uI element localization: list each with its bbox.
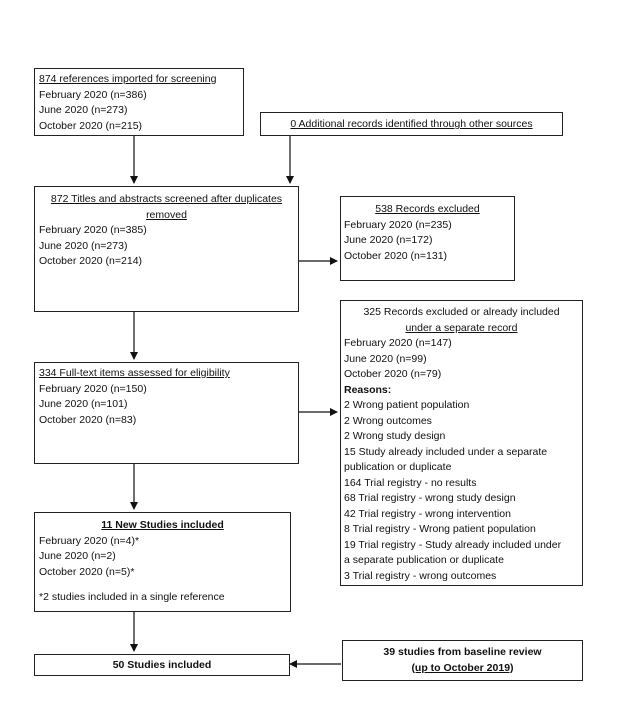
screened-heading-cont: removed bbox=[146, 208, 187, 221]
records-excluded-line: February 2020 (n=235) bbox=[344, 218, 452, 231]
excluded-fulltext-line: June 2020 (n=99) bbox=[344, 352, 427, 365]
new-studies-line: June 2020 (n=2) bbox=[39, 550, 116, 562]
screened-heading: 872 Titles and abstracts screened after … bbox=[50, 193, 283, 205]
imported-line: June 2020 (n=273) bbox=[39, 104, 128, 116]
imported-box: 874 references imported for screening Fe… bbox=[34, 68, 244, 136]
excluded-fulltext-heading-cont: under a separate record bbox=[405, 321, 518, 334]
imported-heading: 874 references imported for screening bbox=[39, 73, 217, 85]
records-excluded-line: June 2020 (n=172) bbox=[344, 234, 433, 246]
imported-line: February 2020 (n=386) bbox=[39, 88, 147, 101]
records-excluded-heading: 538 Records excluded bbox=[375, 203, 480, 215]
screened-line: June 2020 (n=273) bbox=[39, 239, 128, 252]
new-studies-line: October 2020 (n=5)* bbox=[39, 565, 135, 578]
imported-line: October 2020 (n=215) bbox=[39, 119, 143, 132]
reason-item: 19 Trial registry - Study already includ… bbox=[344, 538, 562, 551]
reason-item: 2 Wrong study design bbox=[344, 430, 446, 442]
screened-box: 872 Titles and abstracts screened after … bbox=[34, 186, 299, 312]
reason-item: 3 Trial registry - wrong outcomes bbox=[344, 569, 497, 582]
reason-item: 42 Trial registry - wrong intervention bbox=[344, 507, 511, 520]
other-sources-heading: 0 Additional records identified through … bbox=[290, 118, 533, 130]
new-studies-heading: 11 New Studies included bbox=[101, 519, 224, 531]
reason-item: 15 Study already included under a separa… bbox=[344, 445, 548, 458]
fulltext-line: June 2020 (n=101) bbox=[39, 398, 128, 410]
reason-item: 8 Trial registry - Wrong patient populat… bbox=[344, 523, 536, 535]
records-excluded-box: 538 Records excluded February 2020 (n=23… bbox=[340, 196, 515, 281]
spacer bbox=[39, 580, 286, 590]
excluded-fulltext-line: October 2020 (n=79) bbox=[344, 368, 442, 380]
reason-item: 68 Trial registry - wrong study design bbox=[344, 492, 516, 504]
excluded-fulltext-heading: 325 Records excluded or already included bbox=[363, 306, 560, 318]
new-studies-line: February 2020 (n=4)* bbox=[39, 534, 140, 547]
fulltext-line: October 2020 (n=83) bbox=[39, 413, 137, 426]
baseline-box: 39 studies from baseline review (up to O… bbox=[342, 640, 583, 681]
records-excluded-line: October 2020 (n=131) bbox=[344, 249, 448, 262]
new-studies-footnote: *2 studies included in a single referenc… bbox=[39, 591, 225, 603]
reasons-label: Reasons: bbox=[344, 383, 392, 396]
reason-item: a separate publication or duplicate bbox=[344, 554, 504, 566]
screened-line: February 2020 (n=385) bbox=[39, 224, 147, 236]
other-sources-box: 0 Additional records identified through … bbox=[260, 112, 563, 136]
screened-line: October 2020 (n=214) bbox=[39, 255, 143, 267]
reason-item: 2 Wrong outcomes bbox=[344, 414, 432, 427]
fulltext-heading: 334 Full-text items assessed for eligibi… bbox=[39, 367, 230, 379]
total-box: 50 Studies included bbox=[34, 654, 290, 676]
baseline-heading: 39 studies from baseline review bbox=[383, 646, 542, 658]
fulltext-box: 334 Full-text items assessed for eligibi… bbox=[34, 362, 299, 464]
reason-item: 164 Trial registry - no results bbox=[344, 476, 477, 489]
excluded-fulltext-box: 325 Records excluded or already included… bbox=[340, 300, 583, 586]
total-heading: 50 Studies included bbox=[112, 659, 212, 671]
fulltext-line: February 2020 (n=150) bbox=[39, 382, 147, 395]
baseline-heading-cont: (up to October 2019) bbox=[411, 661, 514, 674]
reason-item: publication or duplicate bbox=[344, 461, 452, 473]
new-studies-box: 11 New Studies included February 2020 (n… bbox=[34, 512, 291, 612]
reason-item: 2 Wrong patient population bbox=[344, 399, 470, 411]
excluded-fulltext-line: February 2020 (n=147) bbox=[344, 337, 452, 349]
